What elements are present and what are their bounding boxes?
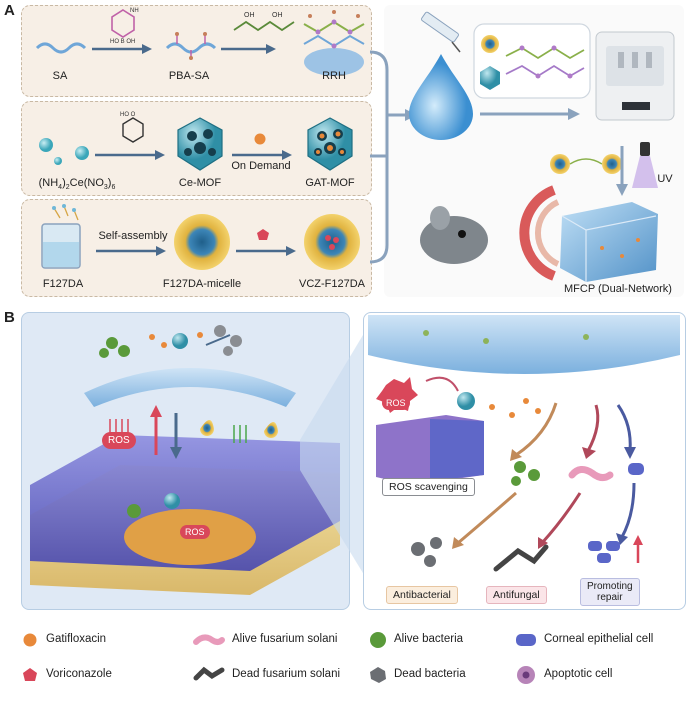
arrow-salt-to-cemof <box>95 150 165 160</box>
svg-text:HO O: HO O <box>120 112 136 118</box>
alive-bacteria-icon <box>370 632 386 648</box>
sa-chain-icon <box>35 42 87 54</box>
rrh-network-icon <box>303 10 365 76</box>
panel-b-letter: B <box>4 309 15 326</box>
legend: Gatifloxacin Alive fusarium solani Alive… <box>0 620 689 700</box>
label-self-assembly: Self-assembly <box>98 230 168 242</box>
pba-sa-chain-icon <box>165 32 217 60</box>
legend-alive-fusarium: Alive fusarium solani <box>232 633 338 645</box>
label-on-demand: On Demand <box>231 160 291 172</box>
hydrogel-drop-icon <box>409 54 473 140</box>
panel-a-letter: A <box>4 2 15 19</box>
svg-text:NH: NH <box>130 8 139 14</box>
syringe-icon <box>421 11 461 53</box>
mouse-icon <box>420 206 488 264</box>
apoptotic-cell-icon <box>517 666 535 684</box>
repair-line: repair <box>597 592 623 603</box>
antibacterial-label: Antibacterial <box>386 586 458 604</box>
label-rrh: RRH <box>322 70 346 82</box>
legend-gatifloxacin: Gatifloxacin <box>46 633 107 645</box>
ce-mof-icon <box>177 117 223 171</box>
promoting-repair-label: Promoting repair <box>580 578 640 606</box>
arrow-micelle-to-vcz <box>236 246 296 256</box>
gat-mof-icon <box>307 117 353 171</box>
label-cerium-salt: (NH4)2Ce(NO3)6 <box>38 177 116 192</box>
ros-scavenging-label: ROS scavenging <box>382 478 475 496</box>
arrow-drop-to-printer <box>480 108 580 120</box>
label-f127da: F127DA <box>42 278 84 290</box>
promoting-line: Promoting <box>587 581 633 592</box>
arrow-printer-to-mfcp <box>616 146 628 196</box>
voriconazole-drug-icon <box>257 229 269 240</box>
gatifloxacin-sphere-icon <box>23 633 37 647</box>
arrow-cemof-to-gatmof <box>232 150 292 160</box>
f127da-beaker-icon <box>41 204 81 269</box>
lesion-illustration <box>30 325 340 595</box>
voriconazole-icon <box>23 668 37 681</box>
eye-cross-section-icon <box>519 185 560 281</box>
ros-badge-lesion: ROS <box>180 525 210 539</box>
micelle-chain-icon <box>550 154 622 174</box>
uv-lamp-icon <box>632 142 658 188</box>
label-gat-mof: GAT-MOF <box>305 177 355 189</box>
corneal-cell-icon <box>516 634 536 646</box>
legend-apoptotic-cell: Apoptotic cell <box>544 668 613 680</box>
svg-text:OH: OH <box>272 12 283 19</box>
label-uv: UV <box>657 173 673 185</box>
legend-corneal-cell: Corneal epithelial cell <box>544 633 654 645</box>
label-vcz-f127da: VCZ-F127DA <box>298 278 366 290</box>
zoom-wedge <box>300 330 366 578</box>
antifungal-label: Antifungal <box>486 586 547 604</box>
label-ce-mof: Ce-MOF <box>178 177 222 189</box>
svg-text:OH: OH <box>244 12 255 19</box>
arrow-pba-to-rrh <box>221 44 276 54</box>
legend-dead-bacteria: Dead bacteria <box>394 668 466 680</box>
gatifloxacin-drug-icon <box>254 133 266 145</box>
legend-alive-bacteria: Alive bacteria <box>394 633 464 645</box>
ros-badge-right: ROS <box>382 396 410 410</box>
dead-fusarium-icon <box>193 666 225 681</box>
legend-dead-fusarium: Dead fusarium solani <box>232 668 341 680</box>
network-bubble-icon <box>473 23 591 99</box>
arrow-f127da-to-micelle <box>96 246 166 256</box>
bracket-connector <box>369 50 417 264</box>
label-sa: SA <box>52 70 68 82</box>
alive-fusarium-icon <box>193 634 225 645</box>
mfcp-block-icon <box>560 202 658 282</box>
pba-molecule-icon: NH HO B OH <box>110 8 139 45</box>
label-f127da-micelle: F127DA-micelle <box>162 278 242 290</box>
mechanism-illustration <box>368 315 680 572</box>
diol-molecule-icon: OH OH <box>233 12 295 32</box>
3d-printer-icon <box>595 31 675 121</box>
linker-molecule-icon: HO O <box>120 112 144 143</box>
cerium-salt-spheres-icon <box>39 138 89 165</box>
dead-bacteria-icon <box>370 667 386 683</box>
f127da-micelle-icon <box>174 214 230 270</box>
legend-voriconazole: Voriconazole <box>46 668 112 680</box>
vcz-f127da-micelle-icon <box>304 214 360 270</box>
label-pba-sa: PBA-SA <box>168 70 210 82</box>
svg-text:HO B OH: HO B OH <box>110 39 135 45</box>
label-mfcp: MFCP (Dual-Network) <box>564 283 672 295</box>
arrow-sa-to-pba <box>92 44 152 54</box>
ros-badge-left: ROS <box>102 432 136 449</box>
